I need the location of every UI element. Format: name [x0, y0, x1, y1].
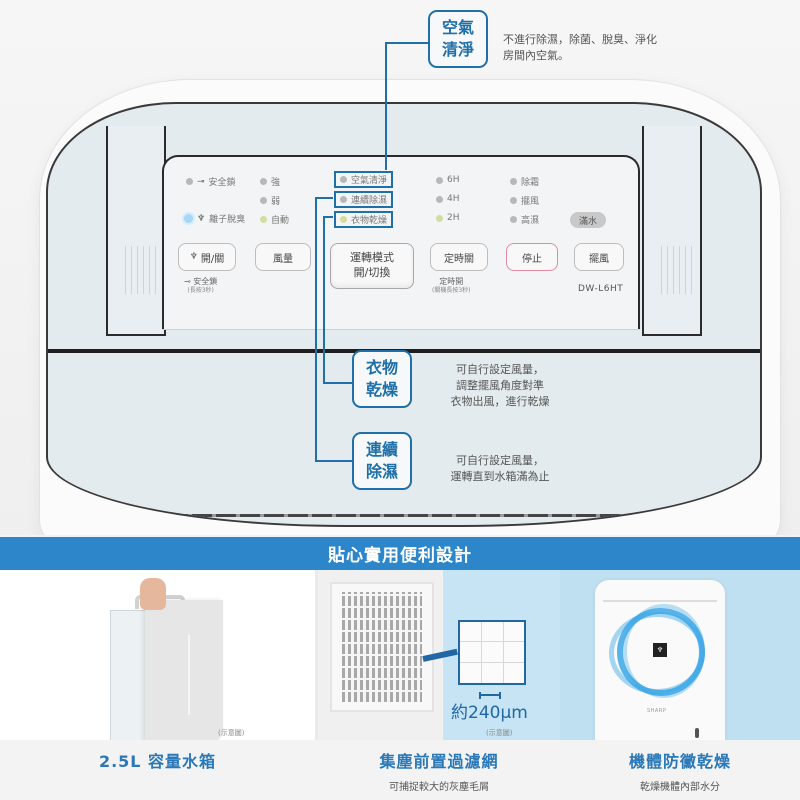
connector-line	[315, 197, 333, 199]
filter-grille	[330, 582, 434, 712]
feature-images: (示意圖) 約240μm (示意圖) ♆ SHARP	[0, 570, 800, 740]
indicator-strong: 強	[260, 175, 280, 188]
connector-line	[385, 42, 428, 44]
callout-air-purify-desc: 不進行除濕，除菌、脫臭、淨化 房間內空氣。	[503, 33, 657, 62]
indicator-swing: 擺風	[510, 194, 539, 207]
key-icon: ⊸	[197, 176, 205, 187]
tank-full-badge: 滿水	[570, 212, 606, 228]
callout-continuous-desc: 可自行設定風量， 運轉直到水箱滿為止	[450, 454, 550, 483]
connector-line	[385, 42, 387, 170]
feature-captions: 2.5L 容量水箱 集塵前置過濾網 可捕捉較大的灰塵毛屑 機體防黴乾燥 乾燥機體…	[0, 740, 800, 800]
indicator-high-humidity: 高濕	[510, 213, 539, 226]
scale-bar	[479, 692, 501, 699]
indicator-2h: 2H	[436, 213, 460, 223]
tank-front	[145, 600, 223, 740]
control-panel: ⊸ 安全鎖 ♆ 離子脫臭 強 弱 自動 空氣清淨 連續除濕 衣物乾燥	[162, 155, 640, 330]
timer-off-button[interactable]: 定時關	[430, 243, 488, 271]
callout-air-purify: 空氣 清淨	[428, 10, 488, 68]
indicator-child-lock: ⊸ 安全鎖	[186, 175, 236, 188]
fan-speed-button[interactable]: 風量	[255, 243, 311, 271]
led-dot-active	[184, 214, 193, 223]
water-tank-image: (示意圖)	[0, 570, 315, 740]
indicator-ion: ♆ 離子脫臭	[184, 212, 245, 225]
anti-mold-image: ♆ SHARP	[560, 570, 800, 740]
connector-line	[323, 216, 325, 383]
hand-illustration	[140, 578, 166, 610]
indicator-auto: 自動	[260, 213, 289, 226]
power-button[interactable]: ♆ 開/關	[178, 243, 236, 271]
feature-water-tank: 2.5L 容量水箱	[98, 752, 217, 771]
callout-clothes-dry: 衣物 乾燥	[352, 350, 412, 408]
airflow-ring	[617, 608, 705, 696]
indicator-continuous: 連續除濕	[334, 191, 394, 208]
lock-hint: ⊸ 安全鎖 (長按3秒)	[184, 277, 218, 295]
mesh-size-label: 約240μm	[451, 703, 528, 723]
swing-button[interactable]: 擺風	[574, 243, 624, 271]
callout-clothes-dry-desc: 可自行設定風量， 調整擺風角度對準 衣物出風，進行乾燥	[450, 363, 550, 408]
key-icon: ⊸	[184, 277, 194, 286]
left-side-panel	[106, 126, 166, 336]
connector-line	[323, 216, 333, 218]
connector-line	[315, 460, 353, 462]
indicator-clothes-dry: 衣物乾燥	[334, 211, 394, 228]
led-dot	[186, 178, 193, 185]
model-number: DW-L6HT	[578, 284, 624, 294]
connector-line	[323, 382, 353, 384]
feature-filter: 集塵前置過濾網 可捕捉較大的灰塵毛屑	[379, 752, 499, 793]
vent-grille	[656, 246, 692, 294]
ion-cluster-icon: ♆	[189, 252, 198, 262]
callout-continuous: 連續 除濕	[352, 432, 412, 490]
brand-label: SHARP	[647, 708, 667, 714]
mode-button[interactable]: 運轉模式 開/切換	[330, 243, 414, 289]
illustrative-note: (示意圖)	[218, 729, 245, 737]
connector-line	[315, 197, 317, 461]
section-banner: 貼心實用便利設計	[0, 537, 800, 570]
plasmacluster-logo-icon: ♆	[653, 643, 667, 657]
bottom-vent	[168, 514, 638, 517]
filter-image: 約240μm (示意圖)	[318, 570, 560, 740]
ion-cluster-icon: ♆	[197, 213, 206, 224]
timer-on-hint: 定時開 (關機長按3秒)	[432, 277, 471, 295]
dehumidifier-unit: ♆ SHARP	[595, 580, 725, 740]
right-side-panel	[642, 126, 702, 336]
indicator-weak: 弱	[260, 194, 280, 207]
filter-mesh-zoom	[458, 620, 526, 685]
stop-button[interactable]: 停止	[506, 243, 558, 271]
indicator-4h: 4H	[436, 194, 460, 204]
vent-grille	[120, 246, 156, 294]
indicator-6h: 6H	[436, 175, 460, 185]
indicator-air-clean: 空氣清淨	[334, 171, 394, 188]
illustrative-note: (示意圖)	[486, 729, 513, 737]
indicator-defrost: 除霜	[510, 175, 539, 188]
feature-anti-mold: 機體防黴乾燥 乾燥機體內部水分	[628, 752, 731, 793]
product-overview: ⊸ 安全鎖 ♆ 離子脫臭 強 弱 自動 空氣清淨 連續除濕 衣物乾燥	[0, 0, 800, 535]
